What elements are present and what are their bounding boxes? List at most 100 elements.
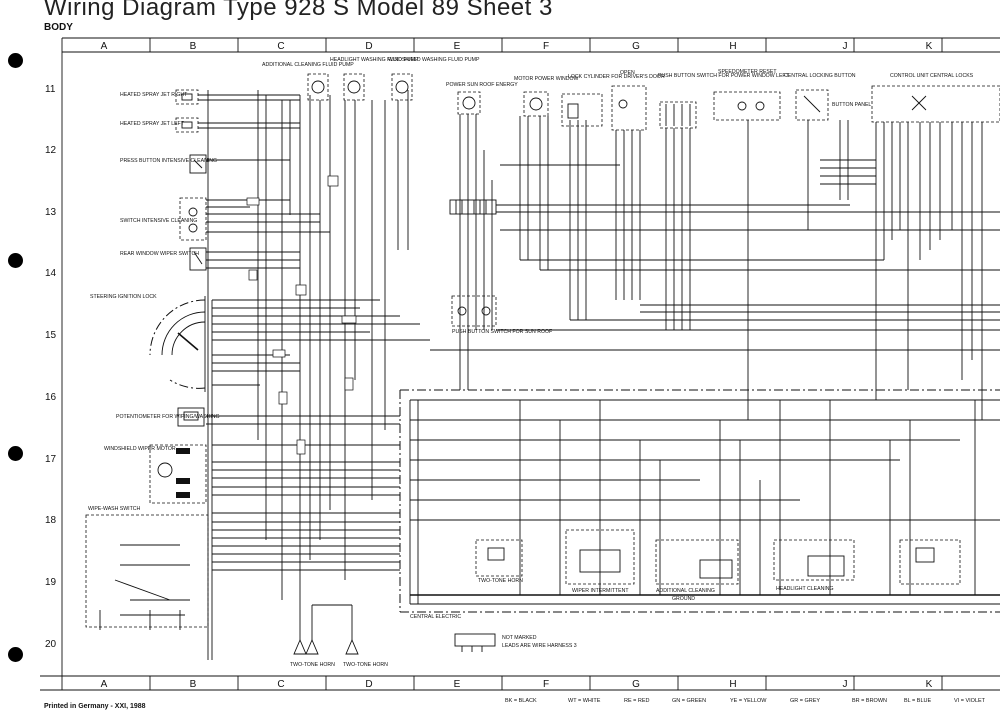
harness-connector-symbol [454,633,496,652]
column-label-f-bottom: F [543,679,549,690]
column-label-a: A [101,41,108,52]
legend-green: GN = GREEN [672,698,706,704]
column-label-h: H [729,41,736,52]
row-label-16: 16 [45,392,57,403]
column-label-b-bottom: B [190,679,197,690]
section-label: BODY [44,22,73,33]
relay-k-symbol [899,539,961,585]
label-additional-cleaning-pump: ADDITIONAL CLEANING FLUID PUMP [262,62,354,68]
legend-white: WT = WHITE [568,698,601,704]
label-sun-roof-switch: PUSH BUTTON SWITCH FOR SUN ROOF [452,329,552,335]
tag-box [278,391,288,405]
open-switch-symbol [611,85,647,131]
label-windshield-washing-pump: WINDSHIELD WASHING FLUID PUMP [388,57,480,63]
column-label-a-bottom: A [101,679,108,690]
label-ground: GROUND [672,596,695,602]
harness-wires-left [198,94,430,571]
tag-box [295,284,307,296]
press-button-symbol [189,154,207,174]
column-label-d-bottom: D [365,679,372,690]
tag-box [341,315,357,324]
column-label-e-bottom: E [454,679,461,690]
pump-motor-d [343,73,365,101]
power-window-motor-symbol [523,91,549,117]
heated-spray-left-symbol [175,117,199,133]
legend-grey: GR = GREY [790,698,820,704]
column-label-b: B [190,41,197,52]
row-label-12: 12 [45,145,57,156]
vertical-wires-e [459,114,493,390]
column-label-g: G [632,41,640,52]
legend-red: RE = RED [624,698,650,704]
legend-black: BK = BLACK [505,698,537,704]
label-heated-spray-right: HEATED SPRAY JET RIGHT [120,92,188,98]
row-label-20: 20 [45,639,57,650]
heated-spray-right-symbol [175,89,199,105]
label-not-marked: NOT MARKED [502,635,537,641]
tag-box [248,269,258,281]
vertical-wires-g2 [665,128,691,330]
label-push-button-power-window: PUSH BUTTON SWITCH FOR POWER WINDOW LEFT [658,73,790,79]
column-label-g-bottom: G [632,679,640,690]
label-open: OPEN [620,70,635,76]
legend-brown: BR = BROWN [852,698,887,704]
label-switch-intensive: SWITCH INTENSIVE CLEANING [120,218,197,224]
pump-motor-d2 [391,73,413,101]
row-label-17: 17 [45,454,57,465]
label-motor-power-window: MOTOR POWER WINDOW [514,76,579,82]
wipe-wash-switch-symbol [85,514,209,630]
label-harness-note: LEADS ARE WIRE HARNESS 3 [502,643,577,649]
central-bus-lines [409,399,1000,605]
label-windshield-wiper-motor: WINDSHIELD WIPER MOTOR [104,446,176,452]
additional-cleaning-relay-symbol [655,539,739,585]
tag-box [344,377,354,391]
vertical-wires-f [519,116,587,320]
headlight-cleaning-relay-symbol [773,539,855,581]
label-central-electric: CENTRAL ELECTRIC [410,614,461,620]
print-footer: Printed in Germany - XXI, 1988 [44,703,146,710]
diagram-title: Wiring Diagram Type 928 S Model 89 Sheet… [44,0,553,21]
connector-strip-b [207,90,213,660]
vertical-wires-cd [257,90,409,600]
pump-motor-c [307,73,329,101]
label-speedometer-reset: SPEEDOMETER RESET [718,69,777,75]
vertical-wires-g [615,130,641,300]
row-label-11: 11 [45,84,56,95]
lock-cylinder-symbol [561,93,603,127]
binder-hole [8,53,23,68]
row-label-15: 15 [45,330,57,341]
tag-box [272,349,286,358]
column-label-j: J [843,41,848,52]
legend-violet: VI = VIOLET [954,698,986,704]
label-headlight-cleaning: HEADLIGHT CLEANING [776,586,834,592]
label-heated-spray-left: HEATED SPRAY JET LEFT [120,121,185,127]
column-label-h-bottom: H [729,679,736,690]
control-unit-symbol [871,85,1000,123]
sun-roof-switch-symbol [451,295,497,327]
wiper-intermittent-relay-symbol [565,529,635,585]
column-label-c: C [277,41,284,52]
column-dividers [149,38,943,690]
label-button-panel: BUTTON PANEL [832,102,871,108]
harness-wires-right [430,159,1000,351]
label-press-button: PRESS BUTTON INTENSIVE CLEANING [120,158,217,164]
two-tone-horn-relay-symbol [475,539,523,577]
row-label-19: 19 [45,577,57,588]
horn-left-symbol [293,600,307,655]
steering-ignition-symbol [149,296,206,392]
column-label-k-bottom: K [926,679,933,690]
label-rear-window-wiper: REAR WINDOW WIPER SWITCH [120,251,199,257]
legend-yellow: YE = YELLOW [730,698,767,704]
column-label-d: D [365,41,372,52]
switch-intensive-symbol [179,197,207,241]
binder-hole [8,253,23,268]
power-window-switch-symbol [659,101,697,129]
tag-box [327,175,339,187]
label-two-tone-horn-relay: TWO-TONE HORN [478,578,523,584]
binder-hole [8,446,23,461]
column-label-c-bottom: C [277,679,284,690]
potentiometer-symbol [177,407,205,427]
sun-roof-motor-symbol [457,91,481,115]
label-potentiometer: POTENTIOMETER FOR WIPING/WASHING [116,414,220,420]
